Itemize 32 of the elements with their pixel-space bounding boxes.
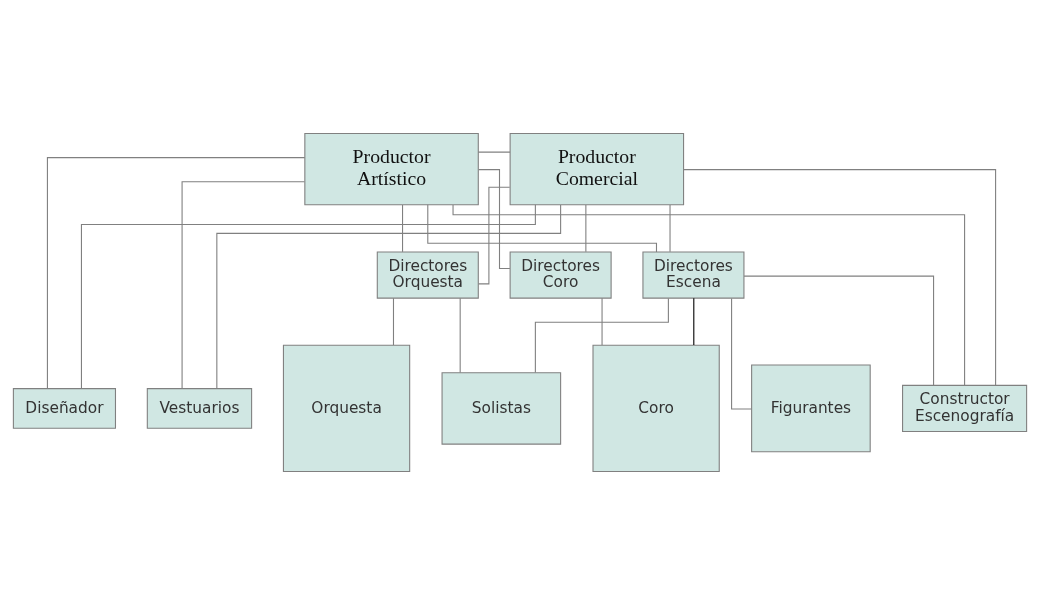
connector bbox=[534, 297, 669, 373]
node-box: Vestuarios bbox=[146, 387, 252, 429]
node-box: Productor Comercial bbox=[509, 132, 684, 205]
connector bbox=[730, 297, 752, 410]
connector bbox=[46, 156, 305, 389]
connector bbox=[601, 297, 603, 346]
connector bbox=[80, 203, 536, 389]
node-box: Figurantes bbox=[750, 364, 871, 452]
connector bbox=[426, 203, 657, 252]
node-box: Directores Orquesta bbox=[376, 250, 479, 299]
connector bbox=[743, 275, 934, 386]
connector bbox=[459, 297, 461, 373]
node-box: Productor Artístico bbox=[303, 132, 479, 205]
connector bbox=[477, 151, 511, 153]
node-box: Directores Escena bbox=[641, 250, 744, 299]
node-box: Diseñador bbox=[12, 387, 116, 429]
node-box: Solistas bbox=[441, 371, 561, 445]
connector bbox=[477, 168, 510, 269]
connector bbox=[692, 297, 694, 346]
connector bbox=[215, 203, 561, 389]
node-box: Directores Coro bbox=[509, 250, 612, 299]
connector bbox=[452, 203, 965, 386]
connector bbox=[392, 297, 394, 346]
connector bbox=[584, 203, 586, 252]
node-box: Constructor Escenografía bbox=[901, 384, 1027, 432]
connector bbox=[181, 180, 305, 389]
connector bbox=[682, 168, 996, 386]
connector bbox=[401, 203, 403, 252]
node-box: Coro bbox=[591, 344, 720, 472]
connector bbox=[477, 186, 510, 284]
connector bbox=[669, 203, 671, 252]
node-box: Orquesta bbox=[282, 344, 410, 472]
